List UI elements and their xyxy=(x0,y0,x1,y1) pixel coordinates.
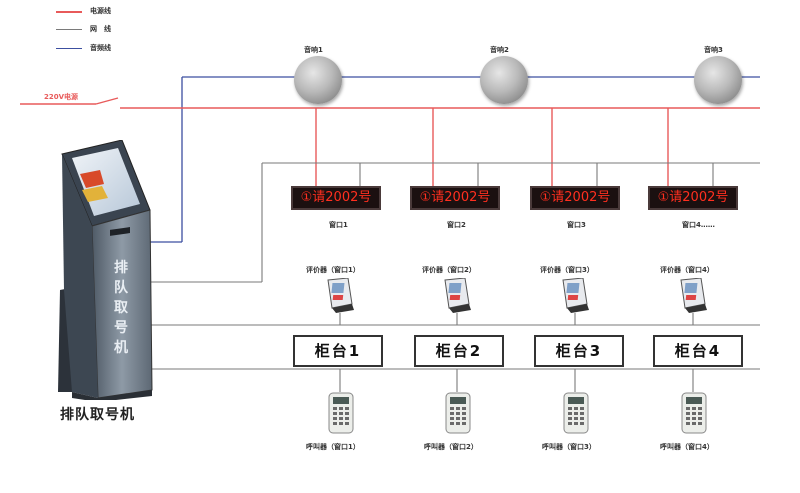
caller-label-4: 呼叫器（窗口4） xyxy=(660,443,714,451)
evaluator-device-icon xyxy=(444,278,471,313)
window-label-2: 窗口2 xyxy=(447,221,466,229)
counter-box-4: 柜台4 xyxy=(653,335,743,367)
caller-keypad-icon xyxy=(563,392,589,434)
power-lines xyxy=(20,97,760,186)
caller-keypad-icon xyxy=(328,392,354,434)
caller-keypad-icon xyxy=(681,392,707,434)
evaluator-device-icon xyxy=(327,278,354,313)
audio-lines xyxy=(150,76,760,243)
caller-label-1: 呼叫器（窗口1） xyxy=(306,443,360,451)
window-label-4: 窗口4…… xyxy=(682,221,715,229)
led-display-4: ①请2002号 xyxy=(648,186,738,210)
led-display-1: ①请2002号 xyxy=(291,186,381,210)
evaluator-label-4: 评价器（窗口4） xyxy=(660,266,714,274)
led-display-2: ①请2002号 xyxy=(410,186,500,210)
legend-audio-swatch xyxy=(56,48,82,49)
speaker-icon xyxy=(294,56,342,104)
caller-label-3: 呼叫器（窗口3） xyxy=(542,443,596,451)
caller-keypad-icon xyxy=(445,392,471,434)
queue-kiosk-icon xyxy=(58,140,153,400)
window-label-3: 窗口3 xyxy=(567,221,586,229)
legend-network-label: 网 线 xyxy=(90,25,111,33)
window-label-1: 窗口1 xyxy=(329,221,348,229)
evaluator-label-3: 评价器（窗口3） xyxy=(540,266,594,274)
legend-network-swatch xyxy=(56,29,82,30)
evaluator-label-2: 评价器（窗口2） xyxy=(422,266,476,274)
kiosk-body-label: 排队取号机 xyxy=(114,260,128,356)
speaker-icon xyxy=(694,56,742,104)
legend-audio-label: 音频线 xyxy=(90,44,111,52)
speaker-icon xyxy=(480,56,528,104)
evaluator-device-icon xyxy=(680,278,707,313)
counter-box-1: 柜台1 xyxy=(293,335,383,367)
speaker-label-2: 音响2 xyxy=(490,46,509,54)
led-display-3: ①请2002号 xyxy=(530,186,620,210)
counter-box-2: 柜台2 xyxy=(414,335,504,367)
speaker-label-1: 音响1 xyxy=(304,46,323,54)
network-lines xyxy=(150,162,760,392)
kiosk-body-text: 排队取号机 xyxy=(112,258,130,358)
evaluator-device-icon xyxy=(562,278,589,313)
legend-power-label: 电源线 xyxy=(90,7,111,15)
speaker-label-3: 音响3 xyxy=(704,46,723,54)
legend-power-swatch xyxy=(56,11,82,13)
kiosk-caption: 排队取号机 xyxy=(60,407,135,423)
power-label: 220V电源 xyxy=(44,93,79,101)
evaluator-label-1: 评价器（窗口1） xyxy=(306,266,360,274)
counter-box-3: 柜台3 xyxy=(534,335,624,367)
caller-label-2: 呼叫器（窗口2） xyxy=(424,443,478,451)
